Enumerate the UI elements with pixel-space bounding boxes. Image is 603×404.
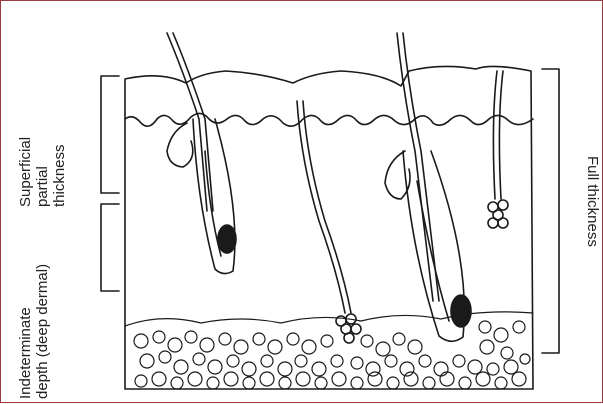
subcutaneous-fat-layer (125, 312, 533, 389)
sweat-gland-center (297, 101, 361, 343)
label-superficial-partial-thickness: Superficial partial thickness (17, 137, 68, 207)
label-superficial-line3: thickness (51, 137, 68, 207)
label-indeterminate-line2: depth (deep dermal) (34, 264, 51, 399)
superficial-bracket (101, 76, 119, 193)
hair-follicle-right (403, 151, 471, 341)
full-thickness-bracket (542, 69, 559, 353)
label-full-thickness: Full thickness (584, 156, 601, 247)
label-full-thickness-text: Full thickness (584, 156, 601, 247)
sebaceous-gland-right (385, 151, 410, 199)
label-indeterminate-depth: Indeterminate depth (deep dermal) (17, 264, 51, 399)
label-indeterminate-line1: Indeterminate (17, 264, 34, 399)
sebaceous-gland-left (167, 123, 193, 167)
indeterminate-bracket (101, 204, 119, 291)
label-superficial-line1: Superficial (17, 137, 34, 207)
label-superficial-line2: partial (34, 137, 51, 207)
hair-follicle-left (193, 119, 236, 274)
sweat-gland-right (488, 71, 508, 228)
